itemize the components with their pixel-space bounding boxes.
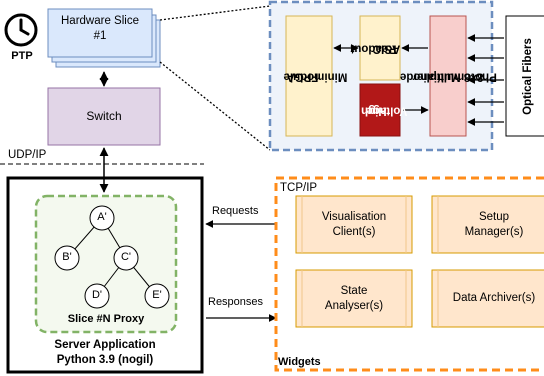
hardware-slice-box: [47, 8, 153, 58]
tree-node-b-label: B': [62, 251, 72, 263]
responses-label: Responses: [208, 296, 264, 308]
fpga-box: [285, 15, 333, 137]
widget-state-line2: Analyser(s): [324, 300, 384, 312]
widget-setup-line1: Setup: [478, 211, 510, 223]
zoom-line-bottom: [159, 61, 271, 151]
requests-label: Requests: [212, 205, 259, 217]
server-line1: Server Application: [54, 339, 156, 351]
widget-setup-box: [431, 195, 544, 254]
tree-node-d-label: D': [91, 289, 103, 301]
optical-fibers-box: [505, 15, 544, 137]
tree-node-c-label: C': [120, 251, 132, 263]
proxy-box: [34, 194, 178, 334]
hardware-slice-title: Hardware Slice #1: [48, 14, 152, 44]
switch-label: Switch: [86, 109, 122, 123]
optical-fibers-label: Optical Fibers: [521, 37, 534, 115]
widgets-label: Widgets: [278, 356, 321, 368]
readout-line2: ASIC: [372, 42, 401, 55]
server-application-box: [6, 176, 204, 374]
tree-node-c: [113, 245, 139, 271]
multianode-box: [429, 15, 467, 137]
widget-setup-label: Setup Manager(s): [432, 210, 544, 240]
server-line2: Python 3.9 (nogil): [56, 354, 154, 366]
ptp-label: PTP: [11, 50, 33, 62]
widget-setup-line2: Manager(s): [464, 226, 524, 238]
readout-asic-box: [359, 15, 401, 81]
widget-state-box: [295, 269, 413, 328]
widget-archiver-label: Data Archiver(s): [432, 291, 544, 306]
udp-ip-label: UDP/IP: [8, 149, 47, 161]
tree-node-a-label: A': [97, 211, 107, 223]
fpga-line2: Minimodule: [283, 70, 348, 83]
widget-boxes: [295, 195, 544, 328]
widget-visualisation-box: [295, 195, 413, 254]
hardware-slice-line2: #1: [93, 30, 107, 42]
hardware-slice-stack: [47, 8, 161, 68]
tree-node-d: [84, 283, 110, 309]
widgets-frame: [274, 176, 544, 372]
hardware-slice-line1: Hardware Slice: [61, 15, 139, 27]
switch-box: [47, 87, 161, 146]
tree-node-b: [54, 245, 80, 271]
proxy-tree-nodes: [54, 205, 170, 309]
widget-visualisation-label: Visualisation Client(s): [296, 210, 412, 240]
widget-stripes: [301, 196, 439, 327]
widget-state-line1: State: [340, 285, 368, 297]
tree-node-e-label: E': [152, 289, 162, 301]
widget-visualisation-line1: Visualisation: [321, 211, 387, 223]
tree-node-a: [89, 205, 115, 231]
widget-visualisation-line2: Client(s): [332, 226, 376, 238]
widget-archiver-box: [431, 269, 544, 328]
server-title: Server Application Python 3.9 (nogil): [8, 338, 202, 368]
proxy-label: Slice #N Proxy: [67, 313, 145, 325]
widget-state-label: State Analyser(s): [296, 284, 412, 314]
multianode-line2: Photomultiplier: [412, 70, 497, 83]
high-voltage-line2: Voltage: [366, 104, 407, 117]
tcp-ip-label: TCP/IP: [280, 182, 318, 194]
clock-icon: [4, 13, 38, 47]
high-voltage-box: [359, 83, 401, 137]
widget-archiver-line1: Data Archiver(s): [452, 292, 536, 304]
zoom-line-top: [159, 5, 271, 21]
tree-node-e: [144, 283, 170, 309]
